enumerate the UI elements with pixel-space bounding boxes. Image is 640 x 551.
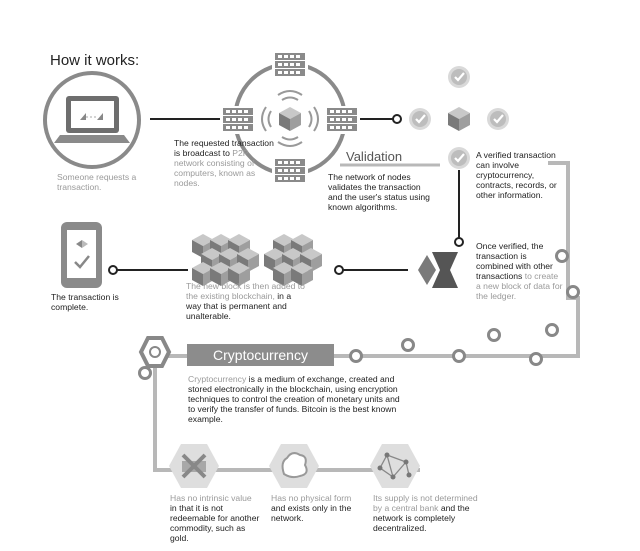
step-validate-text: The network of nodes validates the trans… [328, 172, 430, 212]
step-combine-part-b: to create a new block of data for the le… [476, 271, 563, 301]
step-verified-text: A verified transaction can involve crypt… [476, 150, 557, 200]
track-node [138, 366, 152, 380]
property-a: Has no physical form [271, 493, 352, 503]
property-b: and exists only in the network. [271, 503, 352, 523]
checkmark-icon [485, 106, 511, 132]
combine-blocks-icon [418, 252, 458, 288]
no-gold-icon [169, 444, 219, 488]
property-a: Its supply is not determined by a centra… [373, 493, 478, 513]
checkmark-icon [446, 64, 472, 90]
validation-label: Validation [346, 149, 403, 164]
cryptocurrency-banner: Cryptocurrency [187, 344, 334, 366]
blockchain-icon [192, 234, 322, 286]
step-request-text: Someone requests a transaction. [57, 172, 137, 192]
page-title: How it works: [50, 52, 140, 69]
step-added-part-a: The new block is then added to the exist… [186, 281, 305, 301]
property-no-physical-form-text: Has no physical form and exists only in … [271, 493, 363, 523]
crypto-definition-term: Cryptocurrency [188, 374, 247, 384]
track-node [529, 352, 543, 366]
crypto-hexagon-icon [138, 336, 172, 368]
step-broadcast-text: The requested transaction is broadcast t… [174, 138, 274, 188]
checkmark-icon [446, 145, 472, 171]
step-combine-text: Once verified, the transaction is combin… [476, 241, 564, 301]
crypto-definition-text: Cryptocurrency is a medium of exchange, … [188, 374, 408, 424]
phone-icon [61, 222, 102, 288]
crypto-definition-body: is a medium of exchange, created and sto… [188, 374, 400, 424]
track-node [349, 349, 363, 363]
step-combine-part-a: Once verified, the transaction is combin… [476, 241, 553, 281]
step-added-part-b: in a way that is permanent and unalterab… [186, 291, 292, 321]
block-icon [448, 107, 470, 131]
track-node [555, 249, 569, 263]
step-added-text: The new block is then added to the exist… [186, 281, 306, 321]
step-broadcast-part-a: The requested transaction is broadcast t… [174, 138, 274, 158]
p2p-network-icon [220, 50, 360, 188]
laptop-icon [43, 71, 141, 169]
track-node [401, 338, 415, 352]
track-node [487, 328, 501, 342]
property-a: Has no intrinsic value [170, 493, 252, 503]
property-b: in that it is not redeemable for another… [170, 503, 260, 543]
property-b: and the network is completely decentrali… [373, 503, 470, 533]
step-complete-text: The transaction is complete. [51, 292, 119, 312]
track-node [566, 285, 580, 299]
track-node [545, 323, 559, 337]
property-no-intrinsic-value-text: Has no intrinsic value in that it is not… [170, 493, 260, 543]
property-decentralized-text: Its supply is not determined by a centra… [373, 493, 485, 533]
track-node [452, 349, 466, 363]
checkmark-icon [407, 106, 433, 132]
network-icon [370, 444, 420, 488]
step-broadcast-part-b: P2P network consisting of computers, kno… [174, 148, 256, 188]
no-physical-form-icon [269, 444, 319, 488]
